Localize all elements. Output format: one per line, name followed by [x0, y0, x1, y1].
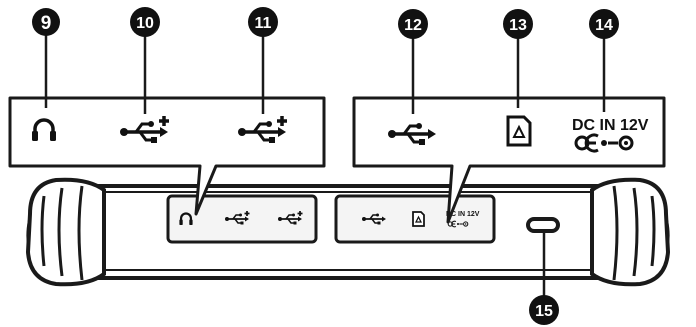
left-bumper	[25, 177, 106, 287]
callout-badge-11: 11	[248, 7, 278, 37]
indicator-slot-icon	[526, 217, 560, 233]
usb-plus-icon-small	[225, 211, 250, 225]
callout-badge-10: 10	[130, 7, 160, 37]
svg-text:10: 10	[136, 15, 154, 32]
svg-text:14: 14	[595, 17, 613, 34]
callout-box-left	[8, 96, 326, 216]
dc-polarity-icon-small	[447, 220, 469, 228]
device-port-panel-left	[166, 194, 318, 244]
svg-text:13: 13	[509, 17, 527, 34]
dc-in-label: DC IN 12V	[572, 117, 649, 134]
dc-polarity-icon	[574, 133, 634, 153]
svg-text:9: 9	[41, 13, 52, 34]
svg-text:15: 15	[535, 303, 553, 320]
device-port-panel-right: DC IN 12V	[334, 194, 496, 244]
headphone-icon-small	[179, 212, 193, 226]
usb-plus-icon	[120, 116, 169, 143]
callout-badge-13: 13	[503, 9, 533, 39]
callout-badge-15: 15	[529, 295, 559, 325]
usb-plus-icon	[238, 116, 287, 143]
svg-text:12: 12	[404, 17, 422, 34]
usb-icon	[388, 123, 436, 145]
callout-box-right	[352, 96, 666, 224]
usb-plus-icon-small	[278, 211, 303, 225]
leader-lines	[44, 34, 606, 298]
dc-in-label-small: DC IN 12V	[446, 211, 480, 218]
usb-icon-small	[362, 213, 386, 225]
callout-badge-9: 9	[32, 8, 60, 36]
svg-text:11: 11	[255, 15, 272, 32]
right-bumper	[590, 177, 671, 287]
headphone-icon	[32, 118, 56, 141]
sd-card-icon	[506, 115, 532, 147]
callout-badge-14: 14	[589, 9, 619, 39]
callout-badge-12: 12	[398, 9, 428, 39]
sd-card-icon-small	[412, 211, 425, 227]
